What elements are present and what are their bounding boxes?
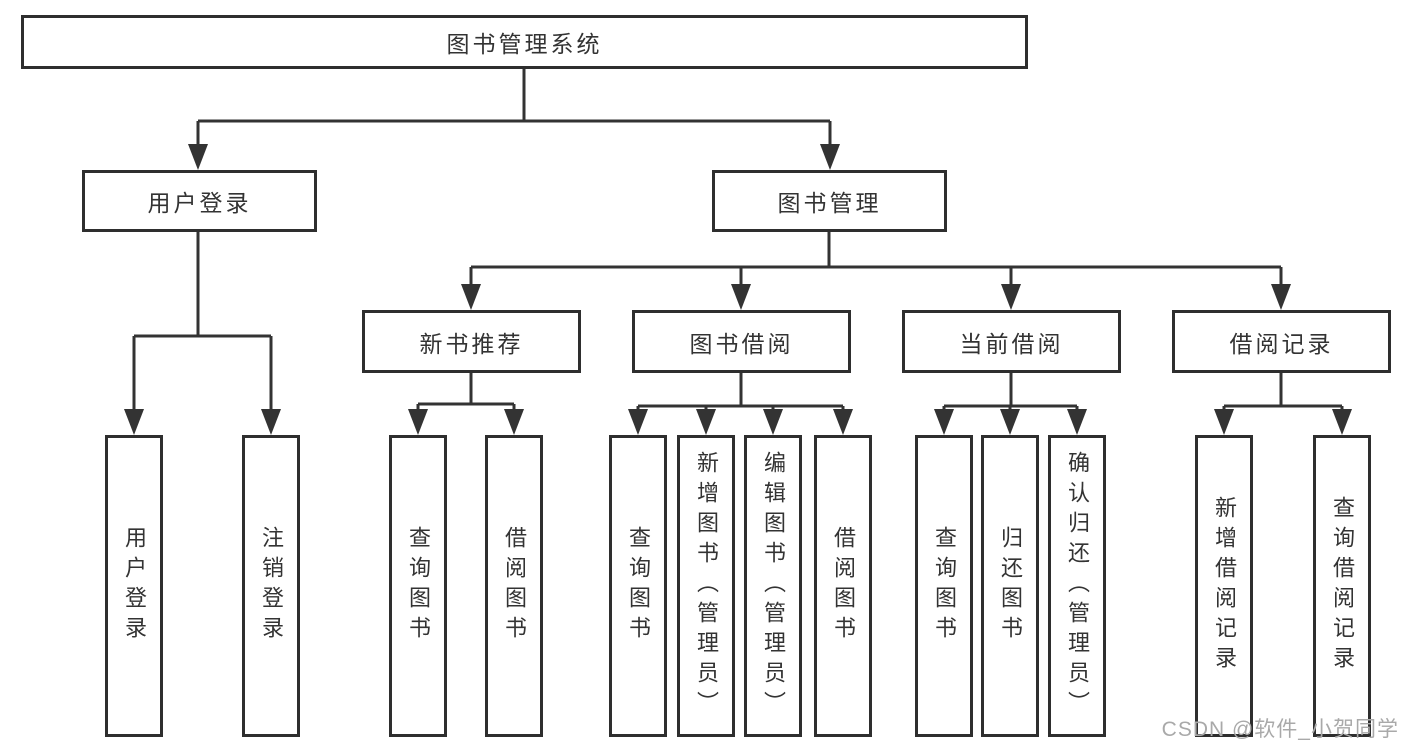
arrowhead-icon: [934, 409, 954, 435]
node-new-book-recommend-label: 新书推荐: [419, 330, 524, 357]
node-leaf-current-query-books: 查询图书: [915, 435, 973, 737]
edge-line: [636, 373, 845, 411]
node-leaf-records-add: 新增借阅记录: [1195, 435, 1253, 737]
arrowhead-icon: [1332, 409, 1352, 435]
arrowhead-icon: [461, 284, 481, 310]
edge-line: [1222, 373, 1344, 411]
edge-line: [416, 373, 516, 411]
arrowhead-icon: [1001, 284, 1021, 310]
connector-book-borrow-children: [628, 373, 853, 435]
csdn-watermark: CSDN @软件_小贺同学: [1161, 718, 1399, 741]
node-book-management-label: 图书管理: [777, 190, 882, 216]
arrowhead-icon: [696, 409, 716, 435]
arrowhead-icon: [820, 144, 840, 170]
node-leaf-borrow-query-books-label: 查询图书: [626, 526, 651, 646]
connector-root-to-level2: [188, 69, 840, 170]
arrowhead-icon: [731, 284, 751, 310]
edge-line: [196, 69, 832, 146]
node-leaf-borrow-add-books-label: 新增图书（管理员）: [694, 451, 719, 721]
node-leaf-records-query: 查询借阅记录: [1313, 435, 1371, 737]
arrowhead-icon: [408, 409, 428, 435]
node-leaf-recommend-borrow-books-label: 借阅图书: [502, 526, 527, 646]
node-leaf-borrow-borrow-books: 借阅图书: [814, 435, 872, 737]
arrowhead-icon: [504, 409, 524, 435]
connector-current-borrow-children: [934, 373, 1087, 435]
node-book-borrow-label: 图书借阅: [689, 330, 794, 357]
node-borrow-records: 借阅记录: [1172, 310, 1391, 373]
connector-user-login-children: [124, 232, 281, 435]
node-current-borrow: 当前借阅: [902, 310, 1121, 373]
node-leaf-current-query-books-label: 查询图书: [932, 526, 957, 646]
arrowhead-icon: [1214, 409, 1234, 435]
node-book-management: 图书管理: [712, 170, 947, 232]
node-leaf-recommend-query-books: 查询图书: [389, 435, 447, 737]
arrowhead-icon: [188, 144, 208, 170]
node-user-login-label: 用户登录: [147, 190, 252, 216]
node-library-system-label: 图书管理系统: [446, 31, 603, 57]
node-borrow-records-label: 借阅记录: [1229, 330, 1334, 357]
node-leaf-borrow-edit-books: 编辑图书（管理员）: [744, 435, 802, 737]
arrowhead-icon: [124, 409, 144, 435]
node-leaf-current-return-books-label: 归还图书: [998, 526, 1023, 646]
node-leaf-records-query-label: 查询借阅记录: [1330, 496, 1355, 676]
arrowhead-icon: [628, 409, 648, 435]
node-leaf-records-add-label: 新增借阅记录: [1212, 496, 1237, 676]
node-leaf-user-login: 用户登录: [105, 435, 163, 737]
connector-borrow-records-children: [1214, 373, 1352, 435]
node-leaf-recommend-query-books-label: 查询图书: [406, 526, 431, 646]
connector-book-management-children: [461, 232, 1291, 310]
node-leaf-logout-label: 注销登录: [259, 526, 284, 646]
node-leaf-borrow-add-books: 新增图书（管理员）: [677, 435, 735, 737]
node-library-system: 图书管理系统: [21, 15, 1028, 69]
arrowhead-icon: [261, 409, 281, 435]
node-leaf-logout: 注销登录: [242, 435, 300, 737]
node-leaf-recommend-borrow-books: 借阅图书: [485, 435, 543, 737]
edge-line: [132, 232, 273, 411]
arrowhead-icon: [833, 409, 853, 435]
node-leaf-current-return-books: 归还图书: [981, 435, 1039, 737]
arrowhead-icon: [1000, 409, 1020, 435]
edge-line: [469, 232, 1283, 286]
node-current-borrow-label: 当前借阅: [959, 330, 1064, 357]
node-leaf-user-login-label: 用户登录: [122, 526, 147, 646]
node-leaf-borrow-borrow-books-label: 借阅图书: [831, 526, 856, 646]
node-leaf-current-confirm-return: 确认归还（管理员）: [1048, 435, 1106, 737]
arrowhead-icon: [763, 409, 783, 435]
node-leaf-borrow-edit-books-label: 编辑图书（管理员）: [761, 451, 786, 721]
arrowhead-icon: [1067, 409, 1087, 435]
edge-line: [942, 373, 1079, 411]
connector-new-book-recommend-children: [408, 373, 524, 435]
node-book-borrow: 图书借阅: [632, 310, 851, 373]
node-new-book-recommend: 新书推荐: [362, 310, 581, 373]
arrowhead-icon: [1271, 284, 1291, 310]
node-user-login: 用户登录: [82, 170, 317, 232]
node-leaf-current-confirm-return-label: 确认归还（管理员）: [1065, 451, 1090, 721]
node-leaf-borrow-query-books: 查询图书: [609, 435, 667, 737]
